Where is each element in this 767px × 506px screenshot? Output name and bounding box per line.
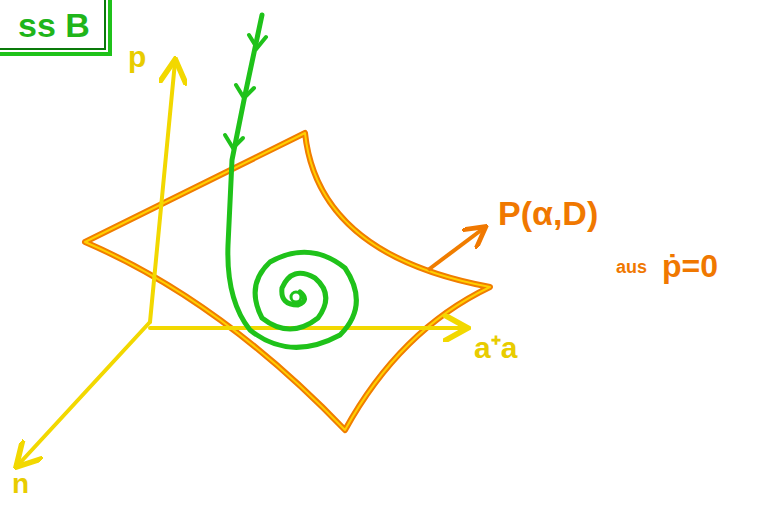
p-axis	[150, 62, 175, 322]
axis-label: n	[12, 470, 29, 498]
fixed-point	[291, 292, 301, 302]
axis-label: p	[128, 42, 146, 72]
surface-label: P(α,D)	[498, 196, 598, 230]
equation-label: ṗ=0	[662, 250, 718, 282]
n-axis	[18, 322, 150, 465]
note-text: aus	[616, 258, 647, 276]
title-box: ss B	[0, 0, 112, 56]
trajectory	[228, 15, 357, 347]
flow-arrows	[225, 35, 266, 148]
axis-label: a⁺a	[474, 333, 517, 363]
box-text: ss B	[18, 8, 90, 42]
leader-arrow	[428, 228, 484, 270]
